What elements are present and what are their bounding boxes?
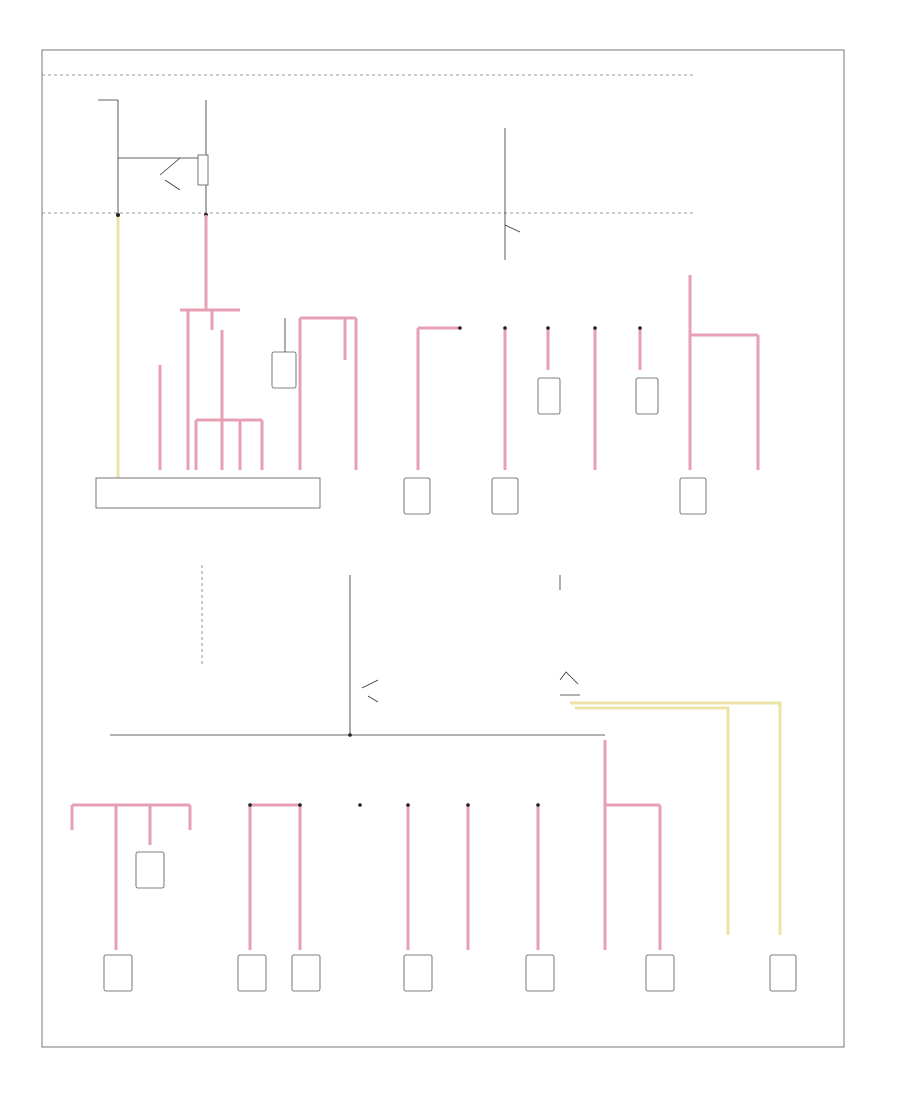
pink-bus-left [180,308,240,470]
relay-coil [197,154,209,186]
sensor-module [769,954,797,992]
pink-bus-bottom-e [603,740,662,950]
relay-symbol [559,671,580,696]
pink-branch-f [688,275,760,470]
pink-bus-bottom-a [248,803,302,950]
pink-branch-ecm [158,365,264,470]
top-ignition-coils [403,377,707,515]
ignition-coil [237,954,267,992]
ignition-coil [403,954,433,992]
pink-bus-center [298,316,358,470]
connection-dots [248,326,642,807]
mid-fuse-symbol [361,679,379,703]
ignition-coil [291,954,321,992]
fuel-injector [491,477,519,515]
diagram-frame [41,49,845,1048]
ignition-coil [679,477,707,515]
ignition-coil [537,377,561,415]
pink-bus-bottom-left [70,803,192,950]
fuse-symbol [504,224,521,233]
fuel-injector [645,954,675,992]
junction-dot [116,213,120,217]
pink-branch-a [416,326,460,470]
injector-connector [271,351,297,389]
bottom-components [103,851,797,992]
fuel-injector [403,477,431,515]
yellow-wires-right [570,701,782,935]
ignition-coil [103,954,133,992]
relay-switch [159,157,181,191]
ignition-coil [635,377,659,415]
fuel-injector [525,954,555,992]
ignition-coil [135,851,165,889]
engine-control-module [95,477,321,509]
fuse-box-internal-wires [98,99,207,215]
